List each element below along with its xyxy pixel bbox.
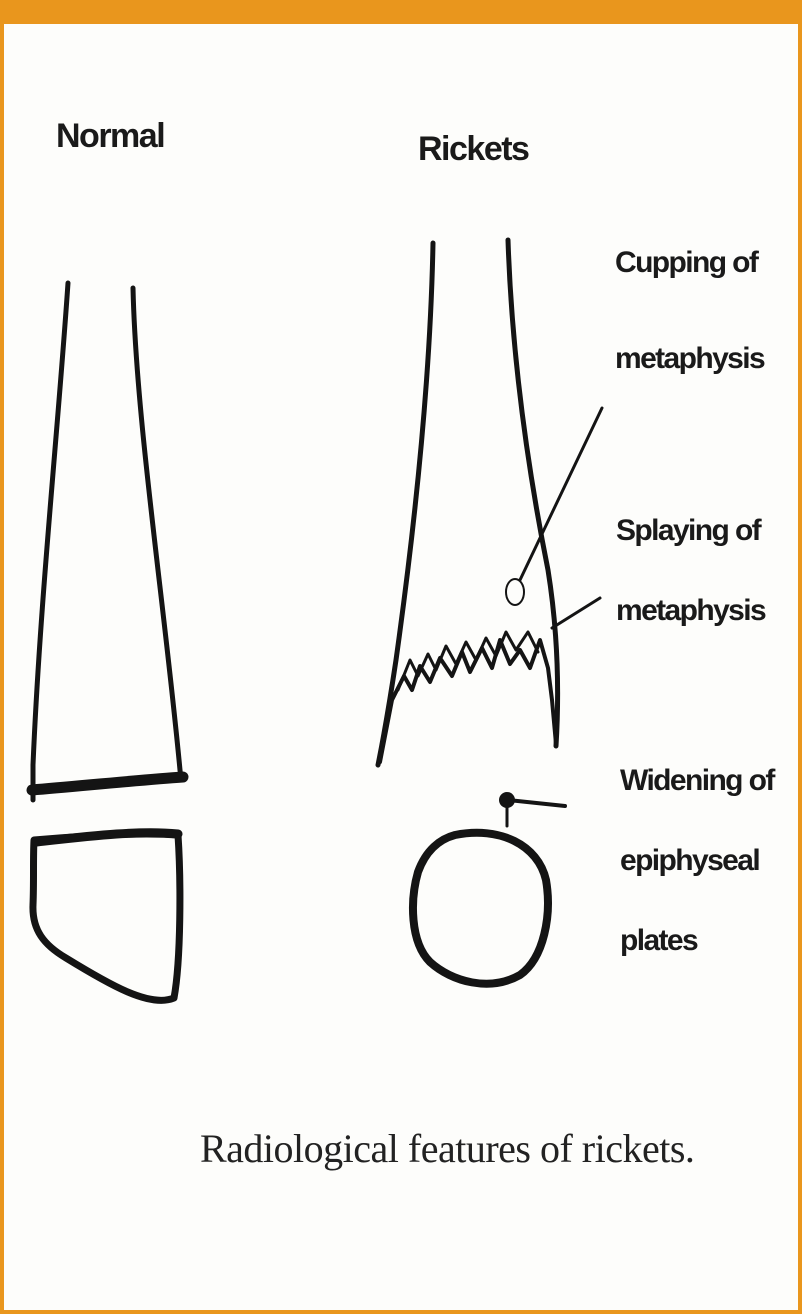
- heading-normal: Normal: [56, 117, 164, 155]
- rickets-frayed-margin: [380, 640, 556, 762]
- figure-caption: Radiological features of rickets.: [200, 1126, 694, 1171]
- label-splaying-line2: metaphysis: [616, 594, 766, 627]
- normal-epiphysis: [33, 834, 180, 1000]
- normal-physis-line: [32, 777, 183, 790]
- label-splaying-line1: Splaying of: [616, 514, 763, 547]
- normal-bone: [32, 283, 183, 1000]
- heading-rickets: Rickets: [418, 130, 529, 168]
- label-widening-line3: plates: [620, 924, 698, 957]
- label-splaying: Splaying of metaphysis: [616, 514, 766, 627]
- label-cupping-line2: metaphysis: [615, 342, 765, 375]
- normal-metaphysis: [33, 283, 68, 800]
- rickets-frayed-margin-2: [398, 632, 538, 690]
- rickets-cupping-mark: [506, 579, 524, 605]
- label-cupping-line1: Cupping of: [615, 246, 760, 279]
- label-widening-line1: Widening of: [620, 764, 776, 797]
- label-widening: Widening of epiphyseal plates: [620, 764, 776, 957]
- label-cupping: Cupping of metaphysis: [615, 246, 765, 375]
- rickets-bone: [378, 240, 602, 984]
- widening-pointer: [508, 800, 565, 806]
- splaying-pointer: [552, 598, 600, 628]
- rickets-epiphysis: [413, 833, 548, 984]
- label-widening-line2: epiphyseal: [620, 844, 759, 877]
- rickets-metaphysis-left: [378, 243, 433, 765]
- normal-metaphysis-right: [133, 288, 181, 780]
